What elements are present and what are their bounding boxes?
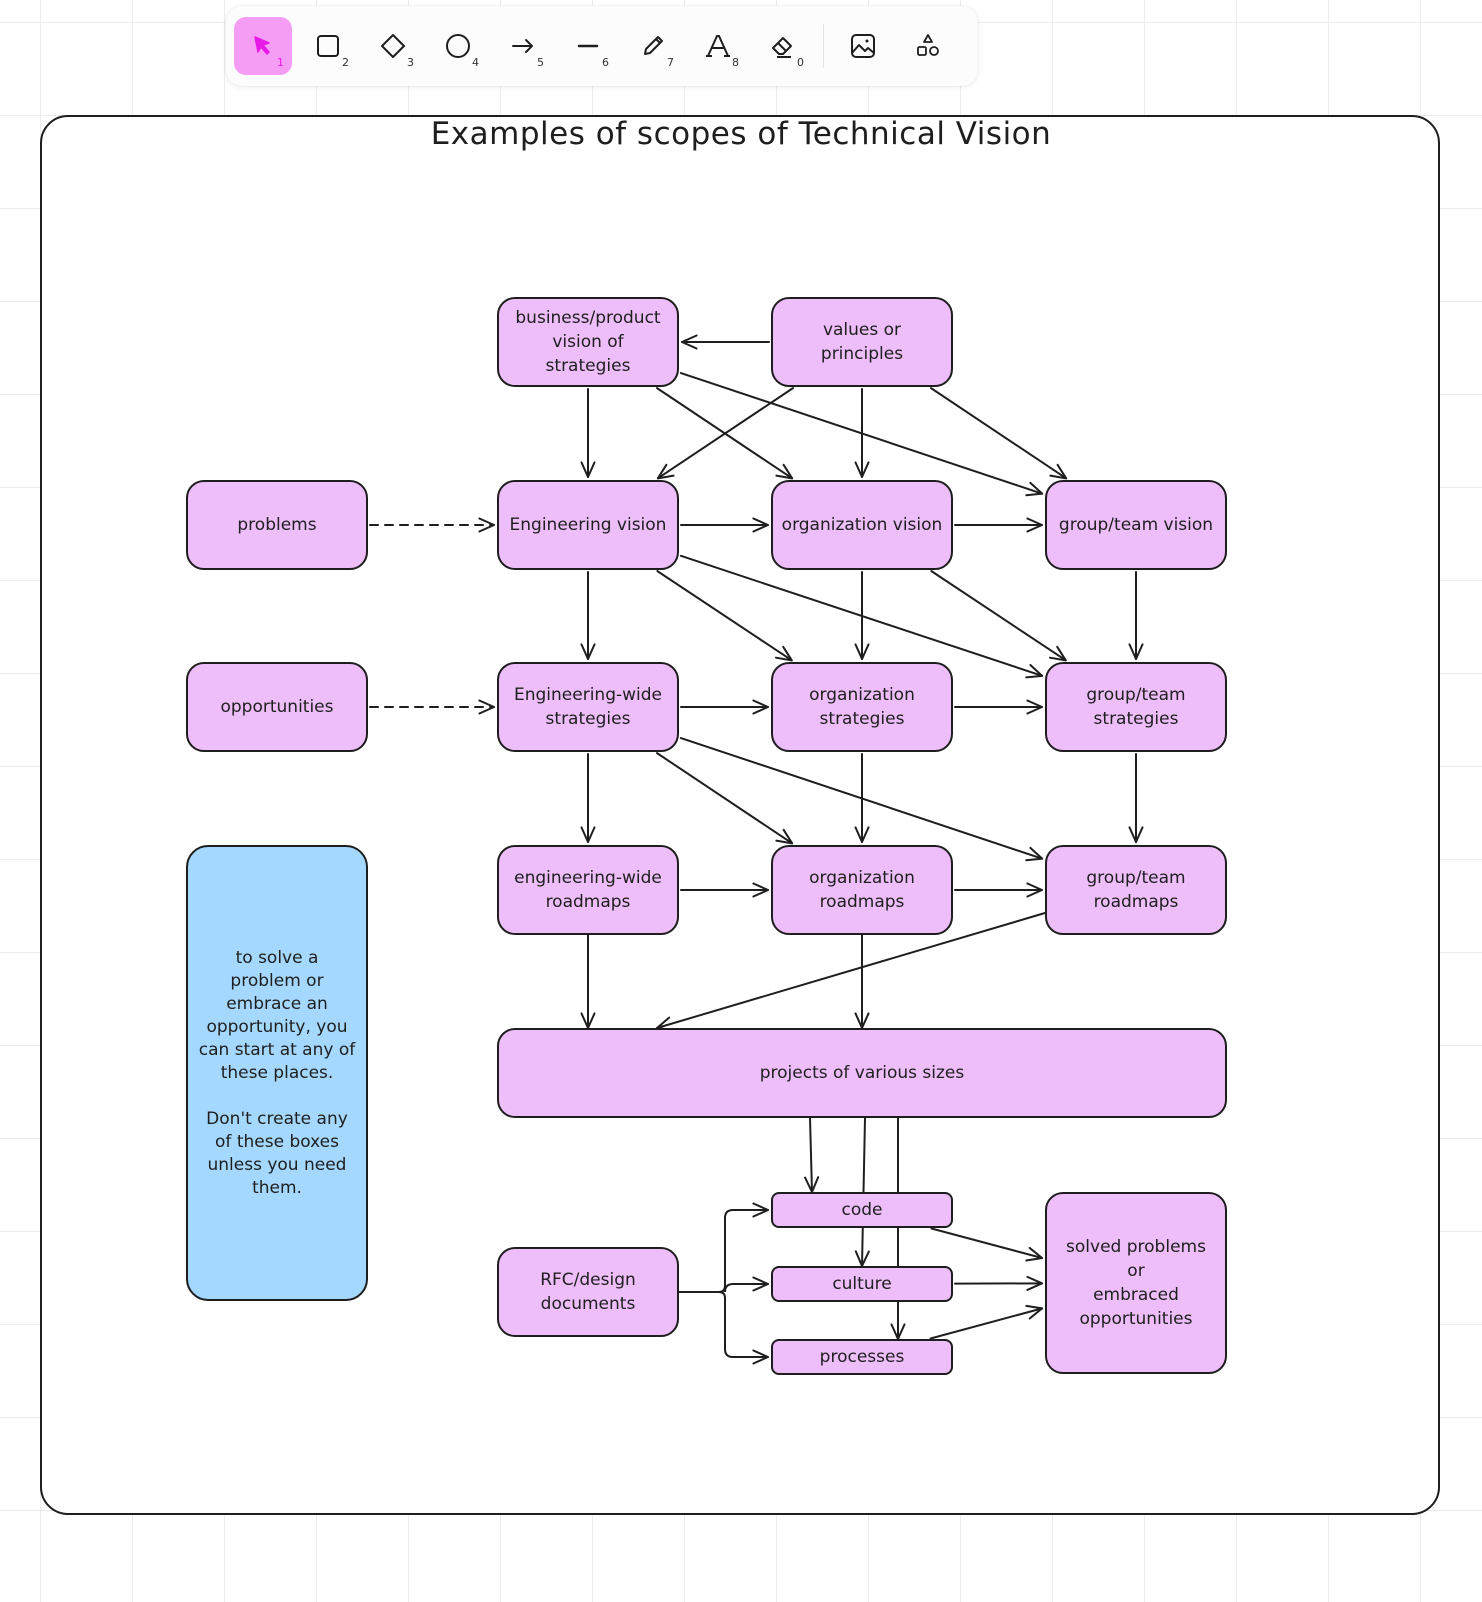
tool-draw[interactable]: 7	[624, 17, 682, 75]
toolbar-divider	[823, 24, 824, 68]
tool-key: 1	[277, 56, 284, 69]
tool-eraser[interactable]: 0	[754, 17, 812, 75]
node-processes[interactable]: processes	[771, 1339, 953, 1375]
node-organization-vision[interactable]: organization vision	[771, 480, 953, 570]
diagram-frame[interactable]	[40, 115, 1440, 1515]
node-engineering-roadmaps[interactable]: engineering-wide roadmaps	[497, 845, 679, 935]
node-organization-strategies[interactable]: organization strategies	[771, 662, 953, 752]
tool-diamond[interactable]: 3	[364, 17, 422, 75]
line-icon	[577, 44, 599, 48]
tool-rectangle[interactable]: 2	[299, 17, 357, 75]
tool-key: 7	[667, 56, 674, 69]
node-problems[interactable]: problems	[186, 480, 368, 570]
node-opportunities[interactable]: opportunities	[186, 662, 368, 752]
node-projects[interactable]: projects of various sizes	[497, 1028, 1227, 1118]
node-team-roadmaps[interactable]: group/team roadmaps	[1045, 845, 1227, 935]
tool-ellipse[interactable]: 4	[429, 17, 487, 75]
tool-key: 2	[342, 56, 349, 69]
diagram-title[interactable]: Examples of scopes of Technical Vision	[430, 116, 1052, 152]
text-icon	[706, 35, 730, 57]
tool-text[interactable]: 8	[689, 17, 747, 75]
diamond-icon	[381, 34, 405, 58]
arrow-icon	[512, 39, 533, 53]
node-business-product-vision[interactable]: business/product vision of strategies	[497, 297, 679, 387]
rectangle-icon	[317, 35, 339, 57]
tool-key: 0	[797, 56, 804, 69]
node-team-vision[interactable]: group/team vision	[1045, 480, 1227, 570]
tool-line[interactable]: 6	[559, 17, 617, 75]
node-values-principles[interactable]: values or principles	[771, 297, 953, 387]
node-culture[interactable]: culture	[771, 1266, 953, 1302]
tool-selection[interactable]: 1	[234, 17, 292, 75]
node-team-strategies[interactable]: group/team strategies	[1045, 662, 1227, 752]
node-engineering-strategies[interactable]: Engineering-wide strategies	[497, 662, 679, 752]
node-code[interactable]: code	[771, 1192, 953, 1228]
tool-arrow[interactable]: 5	[494, 17, 552, 75]
toolbar: 1 2 3 4 5 6 7 8 0	[226, 6, 978, 86]
tool-key: 3	[407, 56, 414, 69]
node-rfc-design-documents[interactable]: RFC/design documents	[497, 1247, 679, 1337]
pencil-icon	[644, 36, 663, 55]
node-solved-outcomes[interactable]: solved problems or embraced opportunitie…	[1045, 1192, 1227, 1374]
note-guidance[interactable]: to solve a problem or embrace an opportu…	[186, 845, 368, 1301]
tool-key: 8	[732, 56, 739, 69]
tool-key: 5	[537, 56, 544, 69]
tool-key: 6	[602, 56, 609, 69]
image-icon	[851, 34, 875, 58]
node-engineering-vision[interactable]: Engineering vision	[497, 480, 679, 570]
tool-more-shapes[interactable]	[899, 17, 957, 75]
eraser-icon	[772, 37, 792, 58]
tool-insert-image[interactable]	[834, 17, 892, 75]
pointer-icon	[254, 36, 270, 55]
shapes-icon	[917, 34, 939, 56]
circle-icon	[446, 34, 470, 58]
tool-key: 4	[472, 56, 479, 69]
node-organization-roadmaps[interactable]: organization roadmaps	[771, 845, 953, 935]
